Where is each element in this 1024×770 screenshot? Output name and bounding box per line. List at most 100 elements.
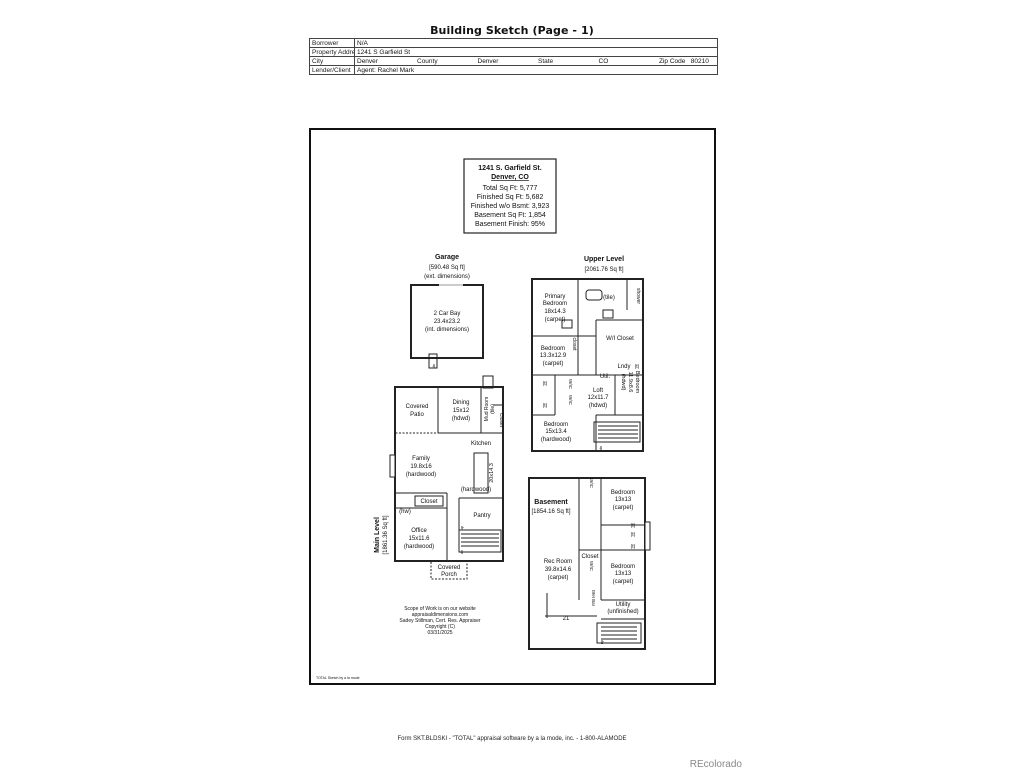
upper-t1: (t) [543,381,548,387]
address-label: Property Address [309,47,355,57]
garage-room-note: (int. dimensions) [425,327,469,333]
county-value: Denver [475,56,536,66]
summary-finished-wo-bsmt: Finished w/o Bsmt: 3,923 [471,203,550,210]
garage-note: (ext. dimensions) [424,274,470,280]
basement-stair [596,622,642,644]
basement-t3: (t) [631,544,636,550]
city-row: City Denver County Denver State CO Zip C… [309,56,718,66]
zip-cell: Zip Code 80210 [657,56,718,66]
main-level-sqft: [1861.36 Sq ft] [383,515,389,554]
basement-wic1: W/IC [589,478,594,489]
main-dn-label: dn [459,550,464,554]
garage-room-dims: 23.4x23.2 [434,319,461,325]
credits-line2: appraisaldimensions.com [412,612,468,618]
form-footer: Form SKT.BLDSKI - "TOTAL" appraisal soft… [397,736,627,742]
family-floor: (hardwood) [406,472,436,478]
rec-room-label: Rec Room [544,559,572,565]
mud-closet-label: Closet [498,413,504,428]
upper-level-outline [531,278,644,452]
shower-label: shower [635,288,641,304]
bedroom-b-floor: (hdwd) [620,374,626,391]
hw-label: (hw) [399,509,411,515]
credits-line4: Copyright (C) [425,624,455,630]
loft-dims: 12x11.7 [588,395,610,401]
loft-label: Loft [593,388,603,394]
wi-closet-label: W/I Closet [606,336,634,342]
primary-dims: 18x14.3 [544,309,566,315]
bedroom-b-label: Bedroom [634,371,640,394]
basement-bedroom-b-dims: 13x13 [615,571,632,577]
rec-room-dims: 39.8x14.6 [545,567,572,573]
pantry-label: Pantry [473,513,490,519]
sketch-tag: TOTAL Sketch by a la mode [316,676,360,680]
credits-line3: Sadey Stillman, Cert. Res. Appraiser [399,618,480,624]
upper-wic2: W/IC [568,395,573,406]
address-row: Property Address 1241 S Garfield St [309,47,718,57]
upper-t2: (t) [543,403,548,409]
garage-stair [428,353,438,369]
summary-total: Total Sq Ft: 5,777 [483,185,538,192]
garage-room-name: 2 Car Bay [434,311,461,317]
city-value: Denver [354,56,415,66]
primary-bath-tile: (tile) [603,295,615,301]
garage-sqft: [590.48 Sq ft] [429,265,465,271]
sketch-frame: 1241 S. Garfield St. Denver, CO Total Sq… [309,128,716,685]
upper-wic1: W/IC [568,379,573,390]
bedroom-c-dims: 15x13.4 [545,429,567,435]
loft-floor: (hdwd) [589,403,607,409]
upper-closet-label: closet [571,337,577,351]
credits-line5: 03/31/2025 [427,630,452,636]
lndy-label: Lndy [617,364,630,370]
page-title: Building Sketch (Page - 1) [430,24,594,37]
primary-label-1: Primary [545,294,566,300]
utility-label: Utility [616,602,631,608]
family-dims: 19.8x16 [410,464,432,470]
summary-line2: Denver, CO [491,174,529,181]
upper-title: Upper Level [584,256,624,263]
summary-box [463,158,557,234]
patio-label-2: Patio [410,412,424,418]
covered-patio-outline [394,386,439,434]
office-label: Office [411,528,427,534]
watermark: REcolorado [689,759,742,770]
lender-value: Agent: Rachel Mark [354,65,718,75]
zip-label: Zip Code [659,57,686,65]
summary-line1: 1241 S. Garfield St. [478,165,541,172]
rec-room-floor: (carpet) [548,575,569,581]
porch-label-2: Porch [441,572,457,578]
utility-floor: (unfinished) [607,609,638,615]
patio-label-1: Covered [406,404,429,410]
basement-up-label: up [599,639,604,644]
wet-bar-label: Wet Bar [591,590,596,607]
main-level-title: Main Level [374,517,381,553]
office-floor: (hardwood) [404,544,434,550]
basement-title: Basement [534,499,568,506]
main-stair [458,529,502,553]
state-label: State [536,56,597,66]
dining-label: Dining [452,400,469,406]
county-label: County [415,56,476,66]
primary-label-2: Bedroom [543,301,567,307]
basement-bedroom-a-floor: (carpet) [613,505,634,511]
basement-dimension: 21 [563,616,570,622]
mud-room-label: Mud Room [484,397,490,421]
summary-finished: Finished Sq Ft: 5,682 [477,194,544,201]
office-dims: 15x11.6 [409,536,431,542]
summary-basement: Basement Sq Ft: 1,854 [474,212,546,219]
basement-sqft: [1854.16 Sq ft] [531,509,570,515]
property-info-table: Borrower N/A Property Address 1241 S Gar… [309,38,718,75]
upper-dn-label: dn [598,446,603,450]
bedroom-c-floor: (hardwood) [541,437,571,443]
basement-wic2: W/IC [589,561,594,572]
basement-bedroom-b-floor: (carpet) [613,579,634,585]
city-label: City [309,56,355,66]
bedroom-a-label: Bedroom [541,346,565,352]
address-value: 1241 S Garfield St [354,47,718,57]
basement-t2: (t) [631,532,636,538]
mud-room-tile: (tile) [490,404,496,414]
main-up-label: up [459,525,464,530]
garage-dn-label: dn [431,364,436,368]
upper-t3: (t) [635,364,640,370]
borrower-value: N/A [354,38,718,48]
borrower-row: Borrower N/A [309,38,718,48]
